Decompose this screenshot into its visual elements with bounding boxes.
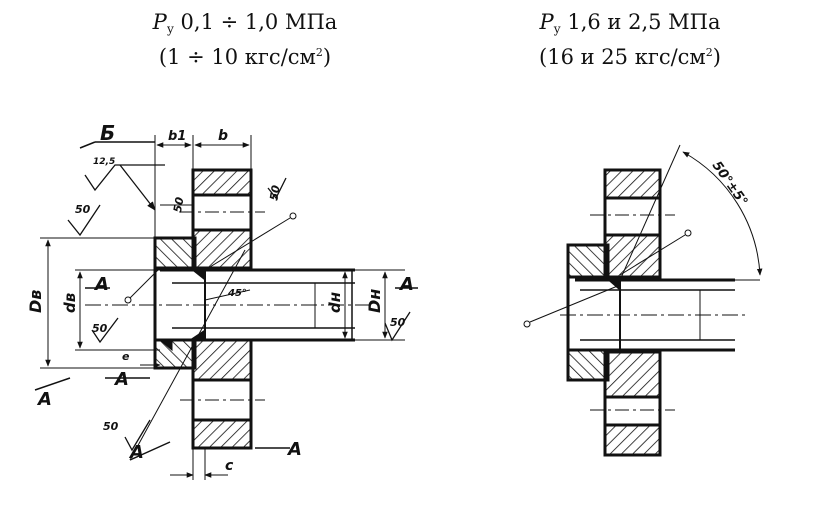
roughness-12-5-label: 12,5	[93, 157, 115, 167]
flange-ring-upper-bolt	[603, 168, 662, 200]
collar-lower	[566, 348, 610, 382]
dim-Dv-label: Dв	[26, 290, 45, 313]
dim-dv-label: dв	[61, 293, 79, 313]
flange-ring-lower-bolt	[191, 418, 253, 450]
angle-45-label: 45°	[227, 288, 247, 299]
roughness-50-bore-label: 50	[92, 322, 108, 335]
dim-Dn-label: Dн	[365, 289, 384, 313]
left-kgf-range: (1 ÷ 10 кгс/см	[158, 45, 316, 69]
view-b-label: Б	[100, 121, 115, 145]
collar-lower	[153, 338, 197, 370]
right-variant-heading: Pу 1,6 и 2,5 МПа (16 и 25 кгс/см2)	[480, 10, 780, 69]
pressure-symbol: P	[152, 10, 167, 34]
dim-b1-label: b1	[168, 129, 186, 144]
pressure-symbol: P	[539, 10, 554, 34]
section-a-label-upper-left: А	[93, 274, 109, 295]
left-variant-heading: Pу 0,1 ÷ 1,0 МПа (1 ÷ 10 кгс/см2)	[95, 10, 395, 69]
left-pressure-kgf-line: (1 ÷ 10 кгс/см2)	[95, 41, 395, 69]
dim-b-label: b	[218, 128, 228, 144]
left-kgf-exponent: 2	[315, 46, 323, 59]
dim-dn-label: dн	[326, 292, 344, 313]
roughness-50-lower-label: 50	[103, 420, 119, 433]
left-kgf-close: )	[322, 45, 332, 69]
collar-upper	[566, 243, 610, 279]
roughness-50-bolt-label: 50	[267, 184, 283, 202]
section-a-label-lower-left: А	[36, 389, 52, 410]
right-pressure-kgf-line: (16 и 25 кгс/см2)	[480, 41, 780, 69]
dim-c-label: с	[225, 458, 234, 474]
roughness-50-face-label: 50	[171, 196, 187, 214]
pressure-subscript: у	[553, 22, 561, 36]
pressure-subscript: у	[166, 22, 174, 36]
flange-ring-upper-body	[191, 228, 253, 270]
flange-ring-lower-body	[191, 338, 253, 382]
right-kgf-exponent: 2	[705, 46, 713, 59]
dim-e-label: е	[122, 350, 130, 363]
flange-ring-upper-bolt	[191, 168, 253, 197]
flange-ring-lower-body	[603, 350, 662, 399]
section-a-label-bottom: А	[128, 442, 144, 463]
right-flange-view	[523, 144, 763, 457]
right-kgf-range: (16 и 25 кгс/см	[539, 45, 706, 69]
section-a-label-mid: А	[113, 369, 129, 390]
left-pressure-range: 0,1 ÷ 1,0 МПа	[173, 10, 338, 34]
flange-ring-lower-bolt	[603, 423, 662, 457]
angle-50-label: 50°±5°	[709, 159, 751, 209]
right-kgf-close: )	[712, 45, 721, 69]
roughness-50-label: 50	[75, 203, 91, 216]
roughness-50-pipe-label: 50	[390, 316, 406, 329]
section-a-label-upper-right: А	[398, 274, 414, 295]
left-pressure-line: Pу 0,1 ÷ 1,0 МПа	[95, 10, 395, 41]
section-a-label-bottom-right: А	[286, 439, 302, 460]
collar-upper	[153, 236, 197, 270]
right-pressure-range: 1,6 и 2,5 МПа	[560, 10, 721, 34]
right-pressure-line: Pу 1,6 и 2,5 МПа	[480, 10, 780, 41]
left-flange-view	[34, 135, 418, 480]
